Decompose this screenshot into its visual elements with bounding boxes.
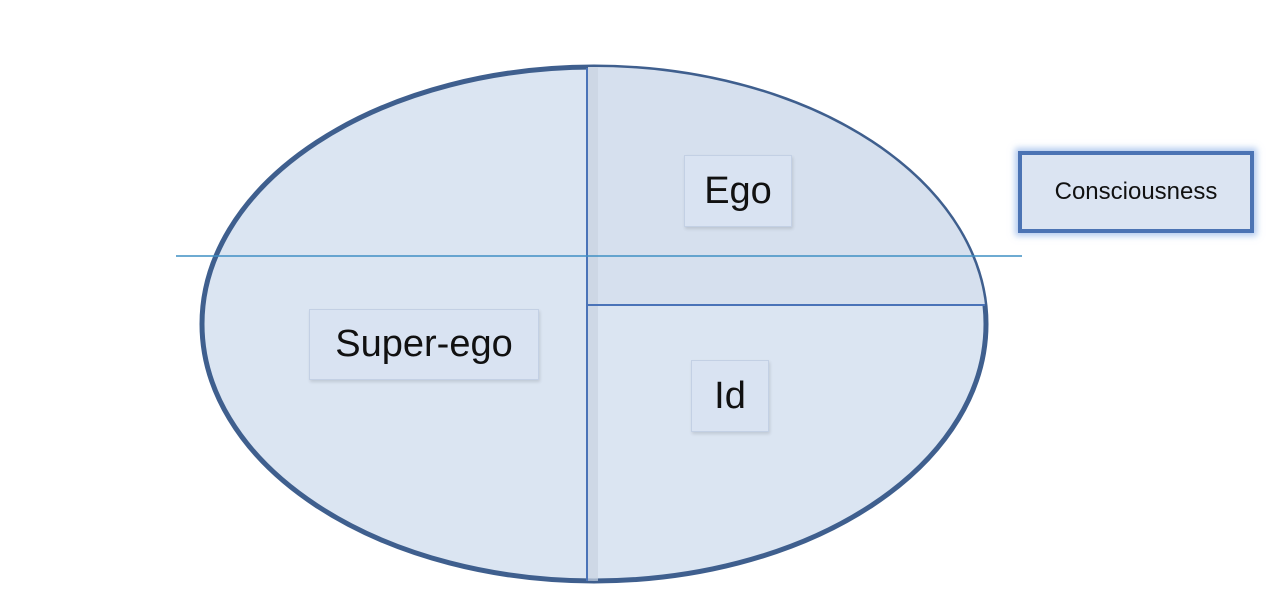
id-label: Id — [691, 360, 769, 432]
consciousness-label: Consciousness — [1018, 151, 1254, 233]
divider-shadow — [588, 67, 598, 581]
ego-label: Ego — [684, 155, 792, 227]
superego-label: Super-ego — [309, 309, 539, 380]
